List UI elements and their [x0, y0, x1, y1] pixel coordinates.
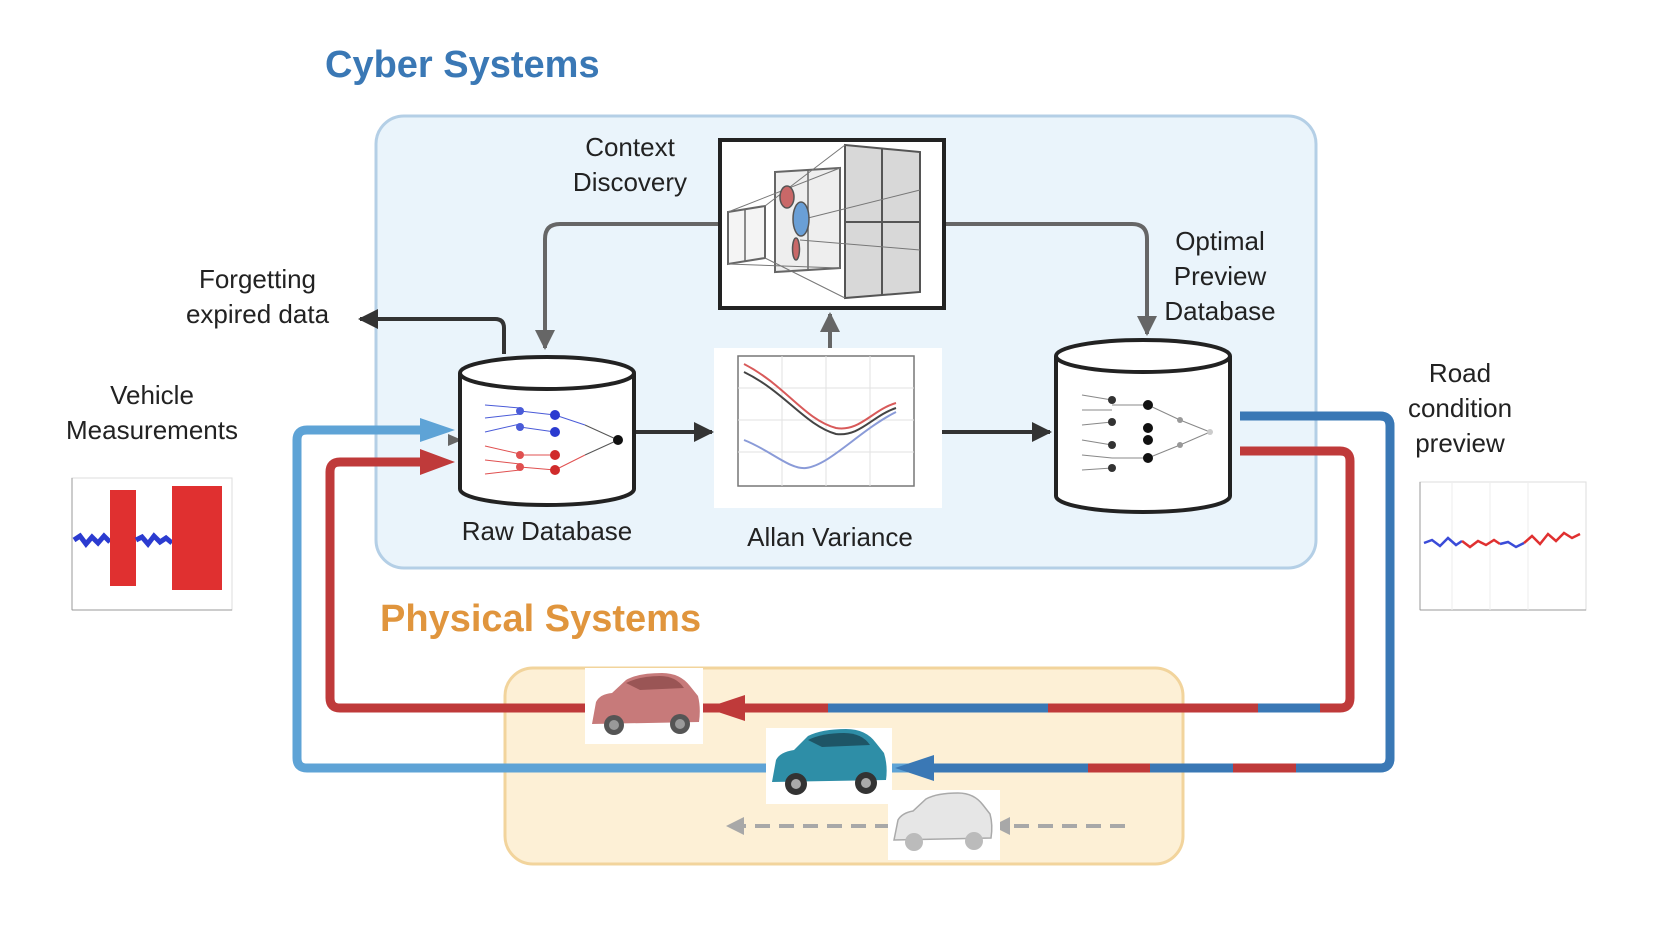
context-discovery-neural-network-icon — [718, 138, 946, 310]
road-condition-plot — [1419, 481, 1587, 611]
cyber-systems-title: Cyber Systems — [325, 44, 600, 86]
forgetting-label: Forgetting expired data — [185, 264, 330, 329]
optimal-preview-database-cylinder — [1054, 338, 1232, 514]
flow-arrow-context-to-raw — [535, 222, 720, 350]
car-icon-red — [585, 668, 703, 744]
measurement-loop-blue-dark — [930, 411, 1395, 773]
optimal-preview-label: Optimal Preview Database — [1164, 226, 1276, 326]
arrow-icon — [706, 695, 745, 721]
flow-arrow-forgetting — [358, 309, 506, 354]
physical-systems-title: Physical Systems — [380, 598, 702, 640]
vehicle-measurements-plot — [71, 477, 233, 611]
flow-arrow-context-to-optimal — [944, 222, 1157, 336]
raw-database-label: Raw Database — [461, 516, 633, 546]
vehicle-measurements-label: Vehicle Measurements — [66, 380, 238, 445]
raw-database-cylinder — [458, 355, 636, 507]
allan-variance-plot — [714, 348, 942, 508]
arrow-icon — [420, 418, 455, 442]
car-icon-gray — [888, 790, 1000, 860]
road-condition-label: Road condition preview — [1407, 358, 1513, 458]
arrow-icon — [895, 755, 934, 781]
context-discovery-label: Context Discovery — [572, 132, 688, 197]
car-icon-blue — [766, 728, 892, 804]
arrow-icon — [420, 449, 455, 475]
allan-variance-label: Allan Variance — [747, 522, 913, 552]
